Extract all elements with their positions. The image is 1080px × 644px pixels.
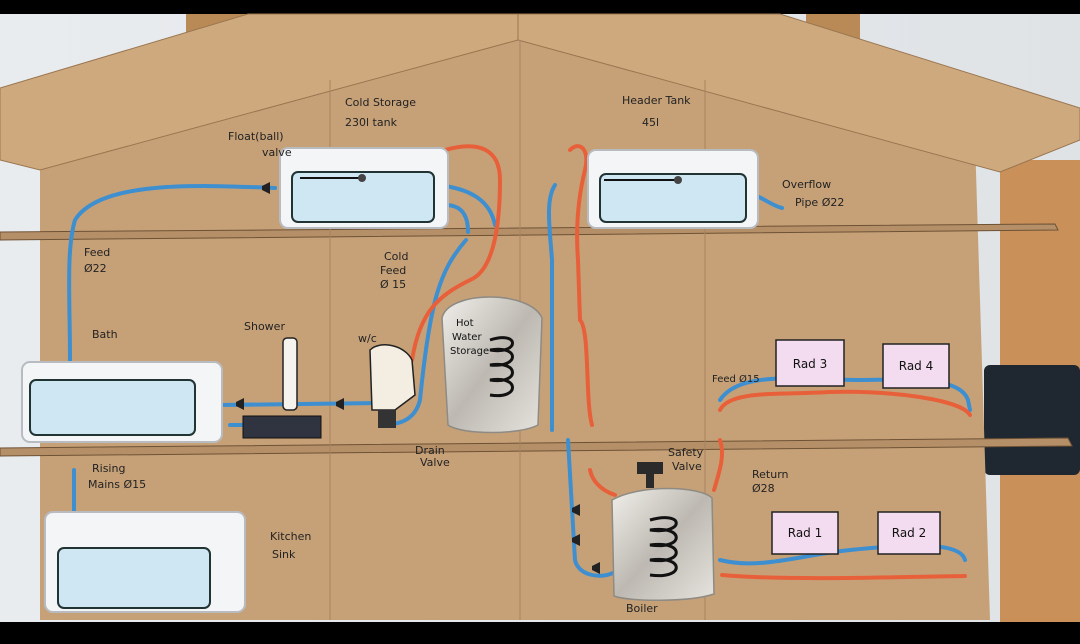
radiator-3: Rad 3 [775, 339, 845, 387]
label-bath: Bath [92, 328, 118, 341]
top-black-bar [0, 0, 1080, 14]
boiler [611, 462, 715, 602]
chair-cushion [984, 365, 1080, 475]
label-hot-water-2: Water [452, 332, 482, 343]
roof-right [517, 13, 1080, 173]
label-shower: Shower [244, 320, 285, 333]
label-cold-storage-size: 230l tank [345, 116, 398, 129]
label-hot-water-3: Storage [450, 346, 489, 357]
label-cold-feed-size: Ø 15 [380, 278, 406, 291]
hot-water-storage-cylinder [441, 296, 543, 434]
label-cold-feed-2: Feed [380, 264, 406, 277]
header-tank [587, 149, 759, 229]
label-drain-valve-2: Valve [420, 456, 450, 469]
hot-pipes [410, 144, 972, 581]
label-cold-feed: Cold [384, 250, 408, 263]
label-header-tank-size: 45l [642, 116, 659, 129]
label-cold-storage: Cold Storage [345, 96, 416, 109]
label-overflow: Overflow [782, 178, 831, 191]
label-drain-valve: Drain [415, 444, 445, 457]
radiator-4-label: Rad 4 [899, 359, 934, 373]
radiator-3-label: Rad 3 [793, 357, 828, 371]
radiator-1-label: Rad 1 [788, 526, 823, 540]
bath [21, 361, 223, 443]
label-safety-valve: Safety [668, 446, 704, 459]
label-kitchen-sink-2: Sink [272, 548, 296, 561]
lower-floor-shelf [0, 437, 1073, 457]
radiator-4: Rad 4 [882, 343, 950, 389]
label-rising-mains-2: Mains Ø15 [88, 478, 146, 491]
cold-pipes [67, 183, 972, 578]
label-hot-water: Hot [456, 318, 474, 329]
label-float-valve: Float(ball) [228, 130, 284, 143]
bottom-black-bar [0, 622, 1080, 644]
radiator-1: Rad 1 [771, 511, 839, 555]
valve-markers [236, 182, 600, 574]
shower [242, 337, 322, 439]
label-header-tank: Header Tank [622, 94, 691, 107]
wc [369, 344, 416, 428]
radiator-2-label: Rad 2 [892, 526, 927, 540]
cold-storage-tank [279, 147, 449, 229]
label-float-valve-2: valve [262, 146, 292, 159]
label-return-size: Ø28 [752, 482, 775, 495]
label-feed-small: Feed Ø15 [712, 373, 760, 385]
label-feed-size: Ø22 [84, 262, 107, 275]
label-rising-mains: Rising [92, 462, 125, 475]
kitchen-sink [44, 511, 246, 613]
label-return: Return [752, 468, 789, 481]
label-overflow-pipe: Pipe Ø22 [795, 196, 844, 209]
label-boiler: Boiler [626, 602, 658, 615]
label-kitchen-sink: Kitchen [270, 530, 311, 543]
label-feed: Feed [84, 246, 110, 259]
label-safety-valve-2: Valve [672, 460, 702, 473]
label-wc: w/c [358, 332, 377, 345]
radiator-2: Rad 2 [877, 511, 941, 555]
